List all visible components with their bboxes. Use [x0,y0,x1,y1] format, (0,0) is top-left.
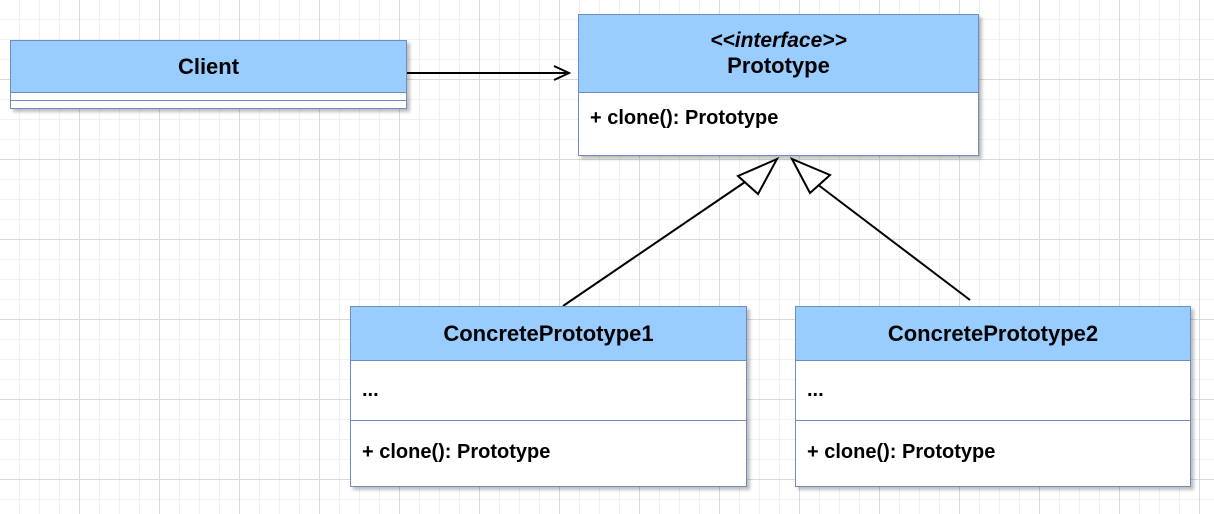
client-class-name: Client [177,53,240,79]
client-methods-section [11,101,406,108]
concrete-prototype-2-class[interactable]: ConcretePrototype2 ... + clone(): Protot… [795,306,1191,487]
client-attributes-section [11,93,406,101]
client-class-header: Client [11,41,406,93]
concrete-prototype-1-method: + clone(): Prototype [351,421,746,483]
concrete-prototype-1-class[interactable]: ConcretePrototype1 ... + clone(): Protot… [350,306,747,487]
interface-stereotype: <<interface>> [710,28,847,52]
prototype-interface-name: Prototype [727,52,830,78]
realization-edge-2 [816,183,971,301]
association-arrowhead [553,65,572,81]
client-class[interactable]: Client [10,40,407,109]
concrete-prototype-2-name: ConcretePrototype2 [887,320,1099,346]
concrete-prototype-1-attributes-text: ... [362,379,379,401]
realization-arrowhead-2 [789,156,832,195]
prototype-method: + clone(): Prototype [579,93,978,143]
concrete-prototype-2-method: + clone(): Prototype [796,421,1190,483]
concrete-prototype-1-method-text: + clone(): Prototype [362,440,551,463]
concrete-prototype-2-header: ConcretePrototype2 [796,307,1190,361]
concrete-prototype-1-attributes: ... [351,361,746,421]
prototype-interface-header: <<interface>> Prototype [579,15,978,93]
concrete-prototype-2-attributes-text: ... [807,379,824,401]
concrete-prototype-1-header: ConcretePrototype1 [351,307,746,361]
prototype-method-text: + clone(): Prototype [590,106,779,129]
realization-edge-1 [562,181,746,307]
prototype-interface[interactable]: <<interface>> Prototype + clone(): Proto… [578,14,979,156]
concrete-prototype-2-attributes: ... [796,361,1190,421]
realization-arrowhead-1 [736,156,780,196]
concrete-prototype-1-name: ConcretePrototype1 [443,320,654,346]
concrete-prototype-2-method-text: + clone(): Prototype [807,440,996,463]
